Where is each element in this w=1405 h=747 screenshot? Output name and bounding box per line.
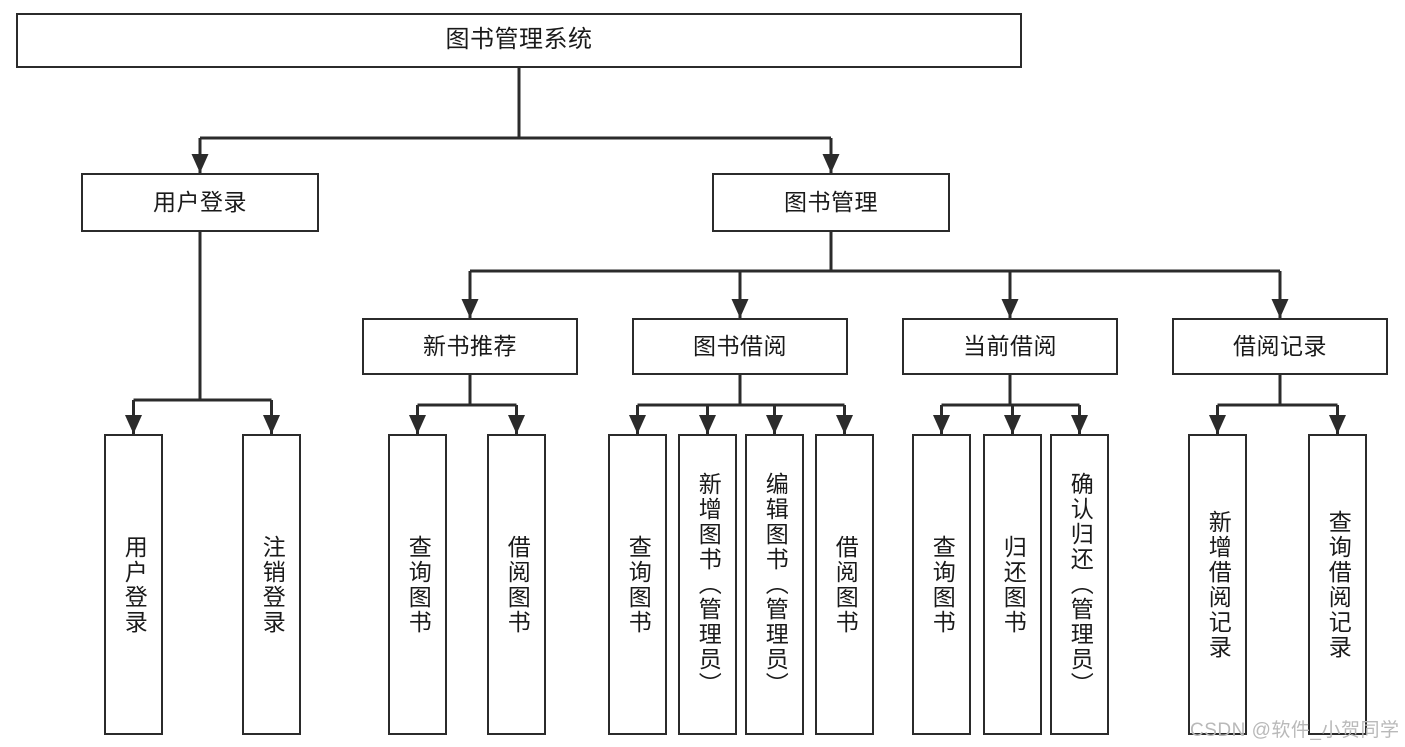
node-label: 确认归还（管理员） [1067, 472, 1094, 697]
node-l1_0[interactable]: 用户登录 [81, 173, 319, 232]
node-leaf_8[interactable]: 查询图书 [912, 434, 971, 735]
node-label: 当前借阅 [963, 332, 1057, 359]
node-leaf_12[interactable]: 查询借阅记录 [1308, 434, 1367, 735]
node-label: 借阅图书 [832, 534, 859, 635]
node-label: 图书管理系统 [445, 26, 593, 54]
node-label: 查询图书 [929, 534, 956, 635]
node-l1_1[interactable]: 图书管理 [712, 173, 950, 232]
node-leaf_6[interactable]: 编辑图书（管理员） [745, 434, 804, 735]
node-leaf_0[interactable]: 用户登录 [104, 434, 163, 735]
node-leaf_2[interactable]: 查询图书 [388, 434, 447, 735]
node-l2_3[interactable]: 借阅记录 [1172, 318, 1388, 375]
watermark-text: CSDN @软件_小贺同学 [1190, 720, 1400, 741]
node-leaf_1[interactable]: 注销登录 [242, 434, 301, 735]
node-l2_0[interactable]: 新书推荐 [362, 318, 578, 375]
node-leaf_4[interactable]: 查询图书 [608, 434, 667, 735]
node-label: 图书借阅 [693, 332, 787, 359]
node-label: 查询借阅记录 [1325, 509, 1352, 660]
node-label: 借阅图书 [504, 534, 531, 635]
node-label: 编辑图书（管理员） [762, 472, 789, 697]
node-leaf_10[interactable]: 确认归还（管理员） [1050, 434, 1109, 735]
node-l2_1[interactable]: 图书借阅 [632, 318, 848, 375]
node-leaf_5[interactable]: 新增图书（管理员） [678, 434, 737, 735]
node-label: 新增借阅记录 [1205, 509, 1232, 660]
node-label: 注销登录 [259, 534, 286, 635]
node-label: 图书管理 [784, 188, 878, 215]
node-label: 借阅记录 [1233, 332, 1327, 359]
node-leaf_7[interactable]: 借阅图书 [815, 434, 874, 735]
node-leaf_3[interactable]: 借阅图书 [487, 434, 546, 735]
node-label: 新增图书（管理员） [695, 472, 722, 697]
node-leaf_11[interactable]: 新增借阅记录 [1188, 434, 1247, 735]
node-label: 查询图书 [405, 534, 432, 635]
node-label: 归还图书 [1000, 534, 1027, 635]
node-l2_2[interactable]: 当前借阅 [902, 318, 1118, 375]
node-label: 查询图书 [625, 534, 652, 635]
node-root[interactable]: 图书管理系统 [16, 13, 1022, 68]
node-leaf_9[interactable]: 归还图书 [983, 434, 1042, 735]
node-label: 用户登录 [121, 534, 148, 635]
node-label: 用户登录 [153, 188, 247, 215]
node-label: 新书推荐 [423, 332, 517, 359]
